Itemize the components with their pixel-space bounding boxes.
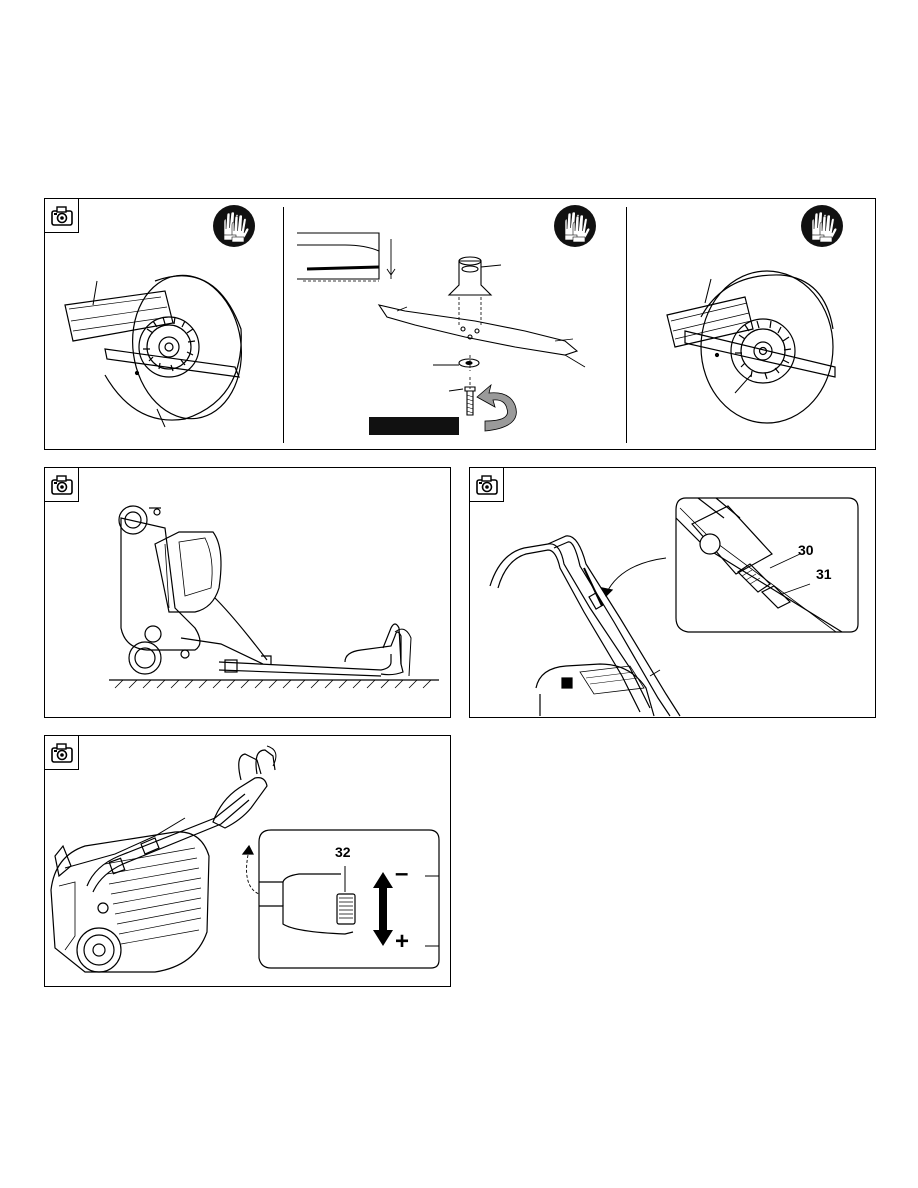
- storage-panel: [44, 467, 451, 718]
- cable-routing-panel: 30 31: [469, 467, 876, 718]
- callout-32: 32: [335, 844, 351, 860]
- plus-sign: +: [395, 930, 409, 954]
- upright-storage-illustration: [45, 468, 451, 718]
- cable-routing-illustration: [470, 468, 876, 718]
- handle-height-illustration: [45, 736, 451, 987]
- blade-install-illustration: [45, 199, 876, 450]
- callout-31: 31: [816, 566, 832, 582]
- up-down-arrow-icon: [373, 872, 393, 946]
- callout-30: 30: [798, 542, 814, 558]
- blade-replacement-panel: [44, 198, 876, 450]
- handle-height-panel: 32 – +: [44, 735, 451, 987]
- minus-sign: –: [395, 862, 408, 886]
